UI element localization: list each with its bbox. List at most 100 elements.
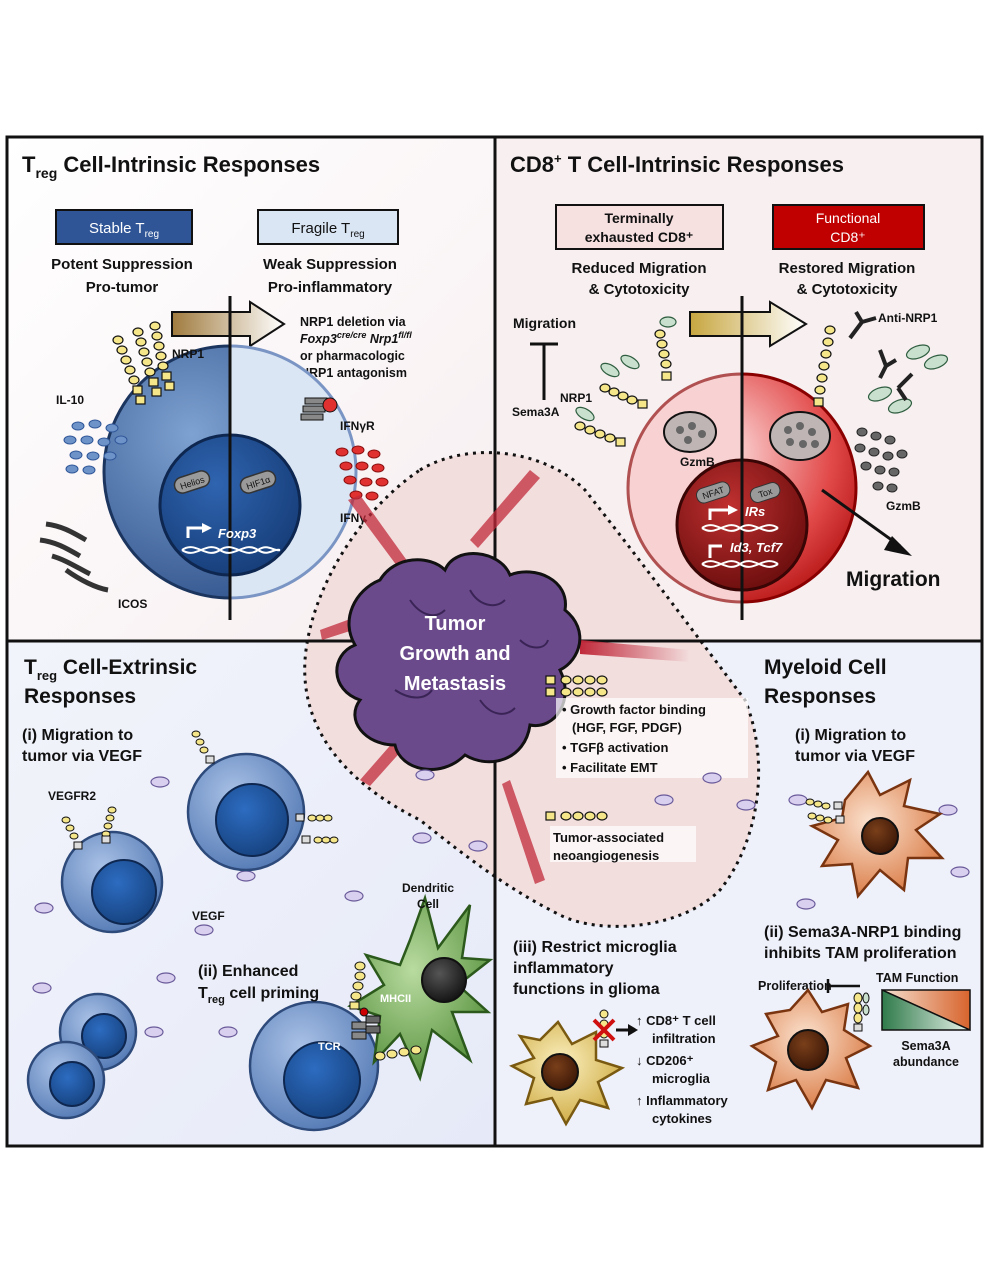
microglia-effect-arrow-head bbox=[628, 1024, 638, 1036]
exhausted-cd8-box bbox=[555, 204, 724, 250]
exhausted-line-2: exhausted CD8⁺ bbox=[585, 229, 694, 245]
treg-extrinsic-title-2: Responses bbox=[24, 685, 136, 708]
tam-sema-receptor bbox=[853, 992, 870, 1032]
myeloid-migration-2: tumor via VEGF bbox=[795, 748, 915, 765]
gzmb-right-label: GzmB bbox=[886, 499, 921, 513]
vegf-label: VEGF bbox=[192, 909, 225, 923]
microglia-line-3: functions in glioma bbox=[513, 981, 660, 998]
irs-promoter-head bbox=[728, 505, 738, 515]
functional-line-1: Functional bbox=[816, 210, 881, 226]
tumor-rays bbox=[320, 470, 690, 884]
migration-small-label: Migration bbox=[513, 315, 576, 331]
sema-abundance-1: Sema3A bbox=[901, 1039, 950, 1053]
dna-helix-strand bbox=[181, 546, 281, 554]
exhausted-line-1: Terminally bbox=[605, 210, 674, 226]
tox-pill bbox=[749, 482, 781, 503]
icos-label: ICOS bbox=[118, 597, 147, 611]
foxp3-promoter-arrow bbox=[186, 526, 204, 538]
treg-nrp1-label: NRP1 bbox=[172, 347, 204, 361]
deletion-line-1: NRP1 deletion via bbox=[300, 315, 407, 329]
treg-nrp1-receptors bbox=[112, 321, 175, 405]
myeloid-migration-1: (i) Migration to bbox=[795, 727, 906, 744]
effect-1a: ↑ CD8⁺ T cell bbox=[636, 1013, 716, 1028]
stable-desc-1: Potent Suppression bbox=[51, 256, 193, 273]
tumor-bullets-bg bbox=[556, 698, 748, 778]
stable-treg-label: Stable Treg bbox=[89, 220, 159, 240]
fragile-desc-1: Weak Suppression bbox=[263, 256, 397, 273]
priming-line-2: Treg cell priming bbox=[198, 985, 319, 1006]
angio-line-2: neoangiogenesis bbox=[553, 848, 659, 863]
cd8-granules-right bbox=[769, 411, 831, 461]
tumor-mass bbox=[335, 552, 582, 771]
promoter-arrow-head bbox=[202, 523, 212, 533]
treg-cell-1 bbox=[60, 830, 164, 934]
treg-cell-4 bbox=[26, 1040, 106, 1120]
dendritic-label-1: Dendritic bbox=[402, 881, 454, 895]
dendritic-label-2: Cell bbox=[417, 897, 439, 911]
effect-3a: ↑ Inflammatory bbox=[636, 1093, 729, 1108]
hif1a-pill bbox=[239, 470, 277, 494]
tumor-bullet-2: (HGF, FGF, PDGF) bbox=[572, 720, 682, 735]
treg-migration-1: (i) Migration to bbox=[22, 727, 133, 744]
treg-cell-2 bbox=[186, 752, 306, 872]
stable-desc-2: Pro-tumor bbox=[86, 279, 159, 296]
tam-function-label: TAM Function bbox=[876, 971, 958, 985]
effect-2a: ↓ CD206⁺ bbox=[636, 1053, 694, 1068]
sema3a-label: Sema3A bbox=[512, 405, 560, 419]
id3-repression-arrow bbox=[708, 544, 722, 558]
helios-pill bbox=[173, 470, 211, 494]
func-desc-2: & Cytotoxicity bbox=[797, 281, 899, 298]
effect-2b: microglia bbox=[652, 1071, 711, 1086]
id3-label: Id3, Tcf7 bbox=[730, 540, 783, 555]
fragile-treg-label: Fragile Treg bbox=[291, 220, 364, 240]
tumor-label-3: Metastasis bbox=[404, 673, 506, 695]
foxp3-label: Foxp3 bbox=[218, 526, 257, 541]
vegfr2-receptors bbox=[61, 730, 339, 850]
tumor-label-2: Growth and bbox=[399, 643, 510, 665]
tam-receptors bbox=[805, 798, 845, 824]
gzmb-dots bbox=[854, 427, 908, 493]
vegf-particles bbox=[32, 769, 970, 1038]
migration-arrow bbox=[821, 488, 901, 548]
vegfr2-label: VEGFR2 bbox=[48, 789, 96, 803]
sema3a-abundance-triangle bbox=[881, 988, 971, 1031]
irs-label: IRs bbox=[745, 504, 765, 519]
dendritic-cell bbox=[347, 893, 494, 1082]
ifngr-label: IFNγR bbox=[340, 419, 375, 433]
angio-bg bbox=[550, 826, 696, 862]
cd8-dna-helix-2b bbox=[701, 560, 779, 568]
fragile-treg-box bbox=[257, 209, 399, 245]
tcr-mhc-complex bbox=[351, 1007, 381, 1040]
irs-promoter-arrow bbox=[708, 508, 730, 520]
tumor-bullet-3: • TGFβ activation bbox=[562, 740, 668, 755]
icos-receptors bbox=[39, 521, 109, 593]
fragile-desc-2: Pro-inflammatory bbox=[268, 279, 393, 296]
il10-dots bbox=[63, 419, 128, 475]
gzmb-left-label: GzmB bbox=[680, 455, 715, 469]
sema-line-2: inhibits TAM proliferation bbox=[764, 945, 957, 962]
myeloid-title-2: Responses bbox=[764, 685, 876, 708]
functional-cd8-box bbox=[772, 204, 925, 250]
priming-line-1: (ii) Enhanced bbox=[198, 963, 298, 980]
cd8-dna-helix-1b bbox=[701, 524, 779, 532]
tumor-nrp1-receptors bbox=[545, 675, 608, 821]
tumor-lobes bbox=[394, 589, 549, 715]
treg-transition-arrow bbox=[171, 300, 286, 348]
microglia-line-2: inflammatory bbox=[513, 960, 614, 977]
func-desc-1: Restored Migration bbox=[779, 260, 916, 277]
myeloid-title-1: Myeloid Cell bbox=[764, 656, 887, 679]
angio-line-1: Tumor-associated bbox=[553, 830, 664, 845]
il10-label: IL-10 bbox=[56, 393, 84, 407]
ifng-dots bbox=[335, 445, 389, 501]
treg-intrinsic-title: Treg Cell-Intrinsic Responses bbox=[22, 152, 320, 181]
ifngr-receptor bbox=[300, 397, 338, 421]
cd8-nrp1-label: NRP1 bbox=[560, 391, 592, 405]
treg-extrinsic-title-1: Treg Cell-Extrinsic bbox=[24, 656, 197, 683]
anti-nrp1-label: Anti-NRP1 bbox=[878, 311, 938, 325]
tumor-bullet-4: • Facilitate EMT bbox=[562, 760, 658, 775]
effect-1b: infiltration bbox=[652, 1031, 716, 1046]
block-x-icon bbox=[592, 1018, 616, 1042]
tumor-bullet-1: • Growth factor binding bbox=[562, 702, 706, 717]
proliferation-label: Proliferation bbox=[758, 979, 832, 993]
mhcii-label: MHCII bbox=[380, 993, 411, 1005]
